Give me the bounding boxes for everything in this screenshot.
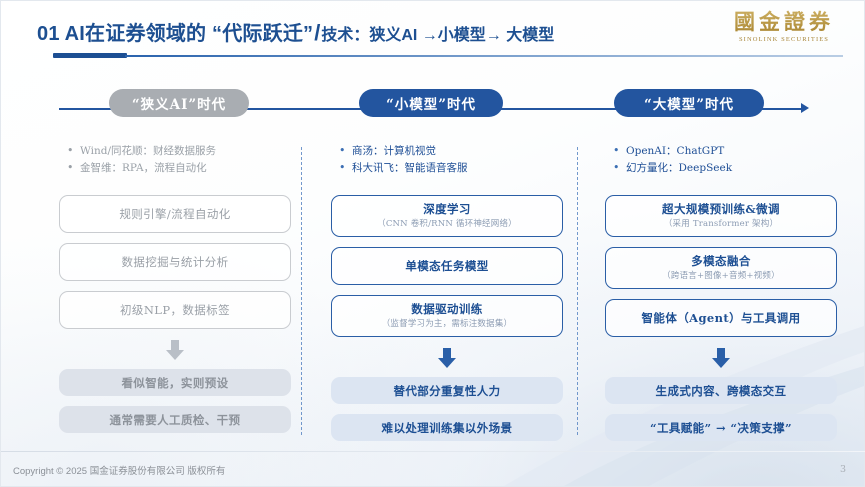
capability-box[interactable]: 数据挖掘与统计分析 xyxy=(59,243,291,281)
timeline-segment-3 xyxy=(501,108,616,110)
page-title: 01 AI在证券领域的 “代际跃迁”/技术：狭义AI →小模型→ 大模型 xyxy=(37,17,554,46)
title-underline xyxy=(53,53,843,58)
copyright-text: Copyright © 2025 国金证券股份有限公司 版权所有 xyxy=(13,466,226,477)
timeline-stage-narrow-ai[interactable]: “狭义AI”时代 xyxy=(109,89,249,117)
timeline-segment-1 xyxy=(59,108,111,110)
capability-box[interactable]: 规则引擎/流程自动化 xyxy=(59,195,291,233)
timeline-stage-label: “大模型”时代 xyxy=(643,97,735,113)
capability-box-subtitle: （CNN 卷积/RNN 循环神经网络） xyxy=(377,219,517,229)
title-underline-thin xyxy=(125,55,843,57)
outcome-box[interactable]: 替代部分重复性人力 xyxy=(331,377,563,404)
capability-box-subtitle: （采用 Transformer 架构） xyxy=(663,219,779,229)
column-large-model: OpenAI：ChatGPT 幻方量化：DeepSeek 超大规模预训练&微调 … xyxy=(605,142,837,451)
capability-box-title: 深度学习 xyxy=(423,202,471,216)
outcome-box-title: 看似智能，实则预设 xyxy=(121,375,229,390)
list-item: OpenAI：ChatGPT xyxy=(613,142,837,160)
down-arrow-icon xyxy=(331,347,563,369)
company-logo: 國金證券 SINOLINK SECURITIES xyxy=(724,9,844,55)
capability-box-subtitle: （监督学习为主，需标注数据集） xyxy=(381,319,513,329)
capability-box[interactable]: 超大规模预训练&微调 （采用 Transformer 架构） xyxy=(605,195,837,237)
capability-box[interactable]: 深度学习 （CNN 卷积/RNN 循环神经网络） xyxy=(331,195,563,237)
down-arrow-icon xyxy=(59,339,291,361)
capability-box-title: 智能体（Agent）与工具调用 xyxy=(641,311,801,325)
page-title-slash: / xyxy=(314,20,321,45)
capability-box-subtitle: （跨语言+图像+音频+视频） xyxy=(662,271,780,281)
outcome-box[interactable]: 通常需要人工质检、干预 xyxy=(59,406,291,433)
capability-box[interactable]: 智能体（Agent）与工具调用 xyxy=(605,299,837,337)
column-narrow-ai: Wind/同花顺：财经数据服务 金智维：RPA，流程自动化 规则引擎/流程自动化… xyxy=(59,142,291,443)
column-examples-list: OpenAI：ChatGPT 幻方量化：DeepSeek xyxy=(605,142,837,177)
capability-box[interactable]: 数据驱动训练 （监督学习为主，需标注数据集） xyxy=(331,295,563,337)
logo-english-name: SINOLINK SECURITIES xyxy=(738,36,830,43)
outcome-box[interactable]: 难以处理训练集以外场景 xyxy=(331,414,563,441)
column-examples-list: Wind/同花顺：财经数据服务 金智维：RPA，流程自动化 xyxy=(59,142,291,177)
timeline: “狭义AI”时代 “小模型”时代 “大模型”时代 xyxy=(1,89,865,129)
capability-box-title: 数据挖掘与统计分析 xyxy=(121,255,229,269)
list-item: Wind/同花顺：财经数据服务 xyxy=(67,142,291,160)
outcome-box-title: 难以处理训练集以外场景 xyxy=(381,420,513,435)
page-number: 3 xyxy=(839,464,846,475)
list-item: 幻方量化：DeepSeek xyxy=(613,159,837,177)
outcome-box[interactable]: “工具赋能” → “决策支撑” xyxy=(605,414,837,441)
capability-box-title: 规则引擎/流程自动化 xyxy=(119,207,231,221)
capability-box-title: 单模态任务模型 xyxy=(405,259,489,273)
capability-box[interactable]: 单模态任务模型 xyxy=(331,247,563,285)
column-divider-1 xyxy=(301,147,302,435)
timeline-stage-large-model[interactable]: “大模型”时代 xyxy=(614,89,764,117)
outcome-box-title: 替代部分重复性人力 xyxy=(393,383,501,398)
timeline-stage-label: “狭义AI”时代 xyxy=(131,97,227,113)
list-item: 商汤：计算机视觉 xyxy=(339,142,563,160)
page-title-main: 01 AI在证券领域的 “代际跃迁” xyxy=(37,23,314,45)
outcome-box-title: 通常需要人工质检、干预 xyxy=(109,412,241,427)
outcome-box-title: 生成式内容、跨模态交互 xyxy=(655,383,787,398)
list-item: 金智维：RPA，流程自动化 xyxy=(67,159,291,177)
capability-box-title: 初级NLP，数据标签 xyxy=(120,303,230,317)
capability-box-title: 超大规模预训练&微调 xyxy=(662,202,780,216)
column-small-model: 商汤：计算机视觉 科大讯飞：智能语音客服 深度学习 （CNN 卷积/RNN 循环… xyxy=(331,142,563,451)
down-arrow-icon xyxy=(605,347,837,369)
capability-box-title: 数据驱动训练 xyxy=(411,302,483,316)
timeline-stage-label: “小模型”时代 xyxy=(385,97,477,113)
timeline-stage-small-model[interactable]: “小模型”时代 xyxy=(359,89,503,117)
column-divider-2 xyxy=(577,147,578,435)
timeline-arrow-icon xyxy=(801,103,809,113)
column-examples-list: 商汤：计算机视觉 科大讯飞：智能语音客服 xyxy=(331,142,563,177)
capability-box[interactable]: 初级NLP，数据标签 xyxy=(59,291,291,329)
outcome-box-title: “工具赋能” → “决策支撑” xyxy=(649,420,793,435)
outcome-box[interactable]: 生成式内容、跨模态交互 xyxy=(605,377,837,404)
footer-divider xyxy=(1,451,865,452)
capability-box-title: 多模态融合 xyxy=(691,254,751,268)
logo-chinese-name: 國金證券 xyxy=(724,9,844,35)
page-title-sub: 技术：狭义AI →小模型→ 大模型 xyxy=(321,27,555,44)
capability-box[interactable]: 多模态融合 （跨语言+图像+音频+视频） xyxy=(605,247,837,289)
list-item: 科大讯飞：智能语音客服 xyxy=(339,159,563,177)
title-underline-accent xyxy=(53,53,127,58)
timeline-segment-4 xyxy=(761,108,803,110)
outcome-box[interactable]: 看似智能，实则预设 xyxy=(59,369,291,396)
timeline-segment-2 xyxy=(246,108,361,110)
